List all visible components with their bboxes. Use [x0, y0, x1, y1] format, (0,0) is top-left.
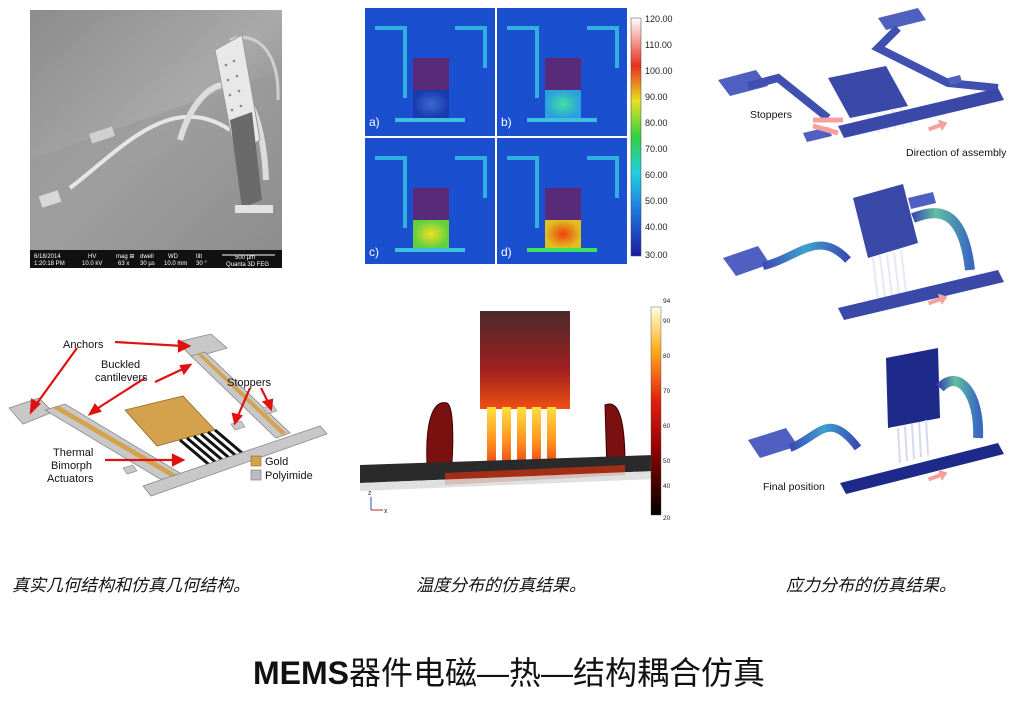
sem-dwell: 30 µs [140, 261, 155, 267]
page-title: MEMS器件电磁—热—结构耦合仿真 [0, 648, 1018, 694]
thermal-label-c: c) [369, 245, 379, 259]
caption-stress: 应力分布的仿真结果。 [786, 576, 956, 596]
device-schematic: Anchors Buckled cantilevers Stoppers The… [5, 328, 330, 498]
sem-image-svg: 6/18/2014 1:20:18 PM HV 10.0 kV mag ⊞ 63… [30, 10, 282, 268]
sem-micrograph: 6/18/2014 1:20:18 PM HV 10.0 kV mag ⊞ 63… [30, 10, 282, 268]
sem-mag-label: mag ⊞ [116, 254, 134, 260]
temperature-simulation-svg: z x 94 90 80 70 60 50 40 20 [360, 298, 671, 522]
label-buckled: Buckled [101, 359, 140, 371]
thermal-label-d: d) [501, 245, 512, 259]
stage-final: Final position [748, 348, 1004, 494]
sem-hv-label: HV [88, 254, 96, 260]
temp-tick-4: 60 [663, 423, 671, 430]
base-frame [142, 425, 328, 497]
stage-mid [723, 184, 1004, 320]
sem-tilt: 30 ° [196, 261, 207, 267]
sem-time: 1:20:18 PM [34, 261, 65, 267]
sem-hv: 10.0 kV [82, 261, 102, 267]
sem-mag: 63 x [118, 261, 129, 267]
title-rest: 器件电磁—热—结构耦合仿真 [348, 655, 765, 691]
sem-wd: 10.0 mm [164, 261, 187, 267]
sem-wd-label: WD [168, 254, 179, 260]
thermal-tick-4: 80.00 [645, 118, 668, 128]
heated-plate [480, 311, 570, 409]
thermal-label-b: b) [501, 115, 512, 129]
thermal-map-grid: a) b) c) [365, 8, 675, 264]
label-stoppers: Stoppers [227, 377, 272, 389]
gold-plate [124, 395, 216, 447]
label-actuators: Actuators [47, 473, 94, 485]
temp-tick-3: 70 [663, 388, 671, 395]
thermal-tick-1: 110.00 [645, 40, 672, 50]
heated-beams [487, 407, 556, 477]
assembly-direction-arrow [927, 119, 948, 132]
legend-gold: Gold [265, 456, 288, 468]
stress-assembly-svg: Stoppers Direction of assembly [718, 8, 1007, 494]
temperature-colorbar [650, 306, 662, 516]
sem-date: 6/18/2014 [34, 254, 61, 260]
thermal-tick-6: 60.00 [645, 170, 668, 180]
label-final-position: Final position [763, 481, 825, 493]
label-bimorph: Bimorph [51, 460, 92, 472]
thermal-map-svg: a) b) c) [365, 8, 673, 264]
sem-instrument: Quanta 3D FEG [226, 262, 269, 268]
sem-tilt-label: tilt [196, 254, 202, 260]
label-cantilevers: cantilevers [95, 372, 148, 384]
anchor-pad-right [176, 333, 228, 359]
left-arch [426, 402, 454, 474]
thermal-colorbar [630, 17, 642, 257]
temperature-simulation: z x 94 90 80 70 60 50 40 20 [355, 295, 675, 523]
caption-geometry: 真实几何结构和仿真几何结构。 [12, 576, 250, 596]
stopper-arrow-2 [812, 123, 839, 136]
label-thermal: Thermal [53, 447, 93, 459]
thermal-tick-8: 40.00 [645, 222, 668, 232]
temp-tick-5: 50 [663, 458, 671, 465]
device-schematic-svg: Anchors Buckled cantilevers Stoppers The… [8, 333, 328, 497]
stress-assembly-sequence: Stoppers Direction of assembly [708, 8, 1013, 498]
substrate-frame [360, 455, 655, 483]
legend-polyimide-swatch [250, 469, 262, 481]
stage-flat: Stoppers Direction of assembly [718, 8, 1007, 159]
temp-tick-7: 20 [663, 515, 671, 522]
sem-dwell-label: dwell [140, 254, 154, 260]
label-direction: Direction of assembly [906, 147, 1007, 159]
thermal-tick-7: 50.00 [645, 196, 668, 206]
thermal-tick-0: 120.00 [645, 14, 673, 24]
title-bold: MEMS [252, 655, 349, 691]
temp-tick-0: 94 [663, 298, 671, 305]
thermal-tick-5: 70.00 [645, 144, 668, 154]
thermal-tick-3: 90.00 [645, 92, 668, 102]
axis-z-label: z [368, 490, 372, 497]
label-anchors: Anchors [63, 339, 104, 351]
label-stoppers-sim: Stoppers [750, 109, 792, 121]
temp-tick-2: 80 [663, 353, 671, 360]
thermal-label-a: a) [369, 115, 380, 129]
legend-polyimide: Polyimide [265, 470, 313, 482]
temp-tick-1: 90 [663, 318, 671, 325]
temp-tick-6: 40 [663, 483, 671, 490]
sem-scale: 500 µm [235, 255, 255, 261]
axis-x-label: x [384, 508, 388, 515]
legend-gold-swatch [250, 455, 262, 467]
thermal-tick-9: 30.00 [645, 250, 668, 260]
caption-temperature: 温度分布的仿真结果。 [416, 576, 586, 596]
thermal-tick-2: 100.00 [645, 66, 673, 76]
